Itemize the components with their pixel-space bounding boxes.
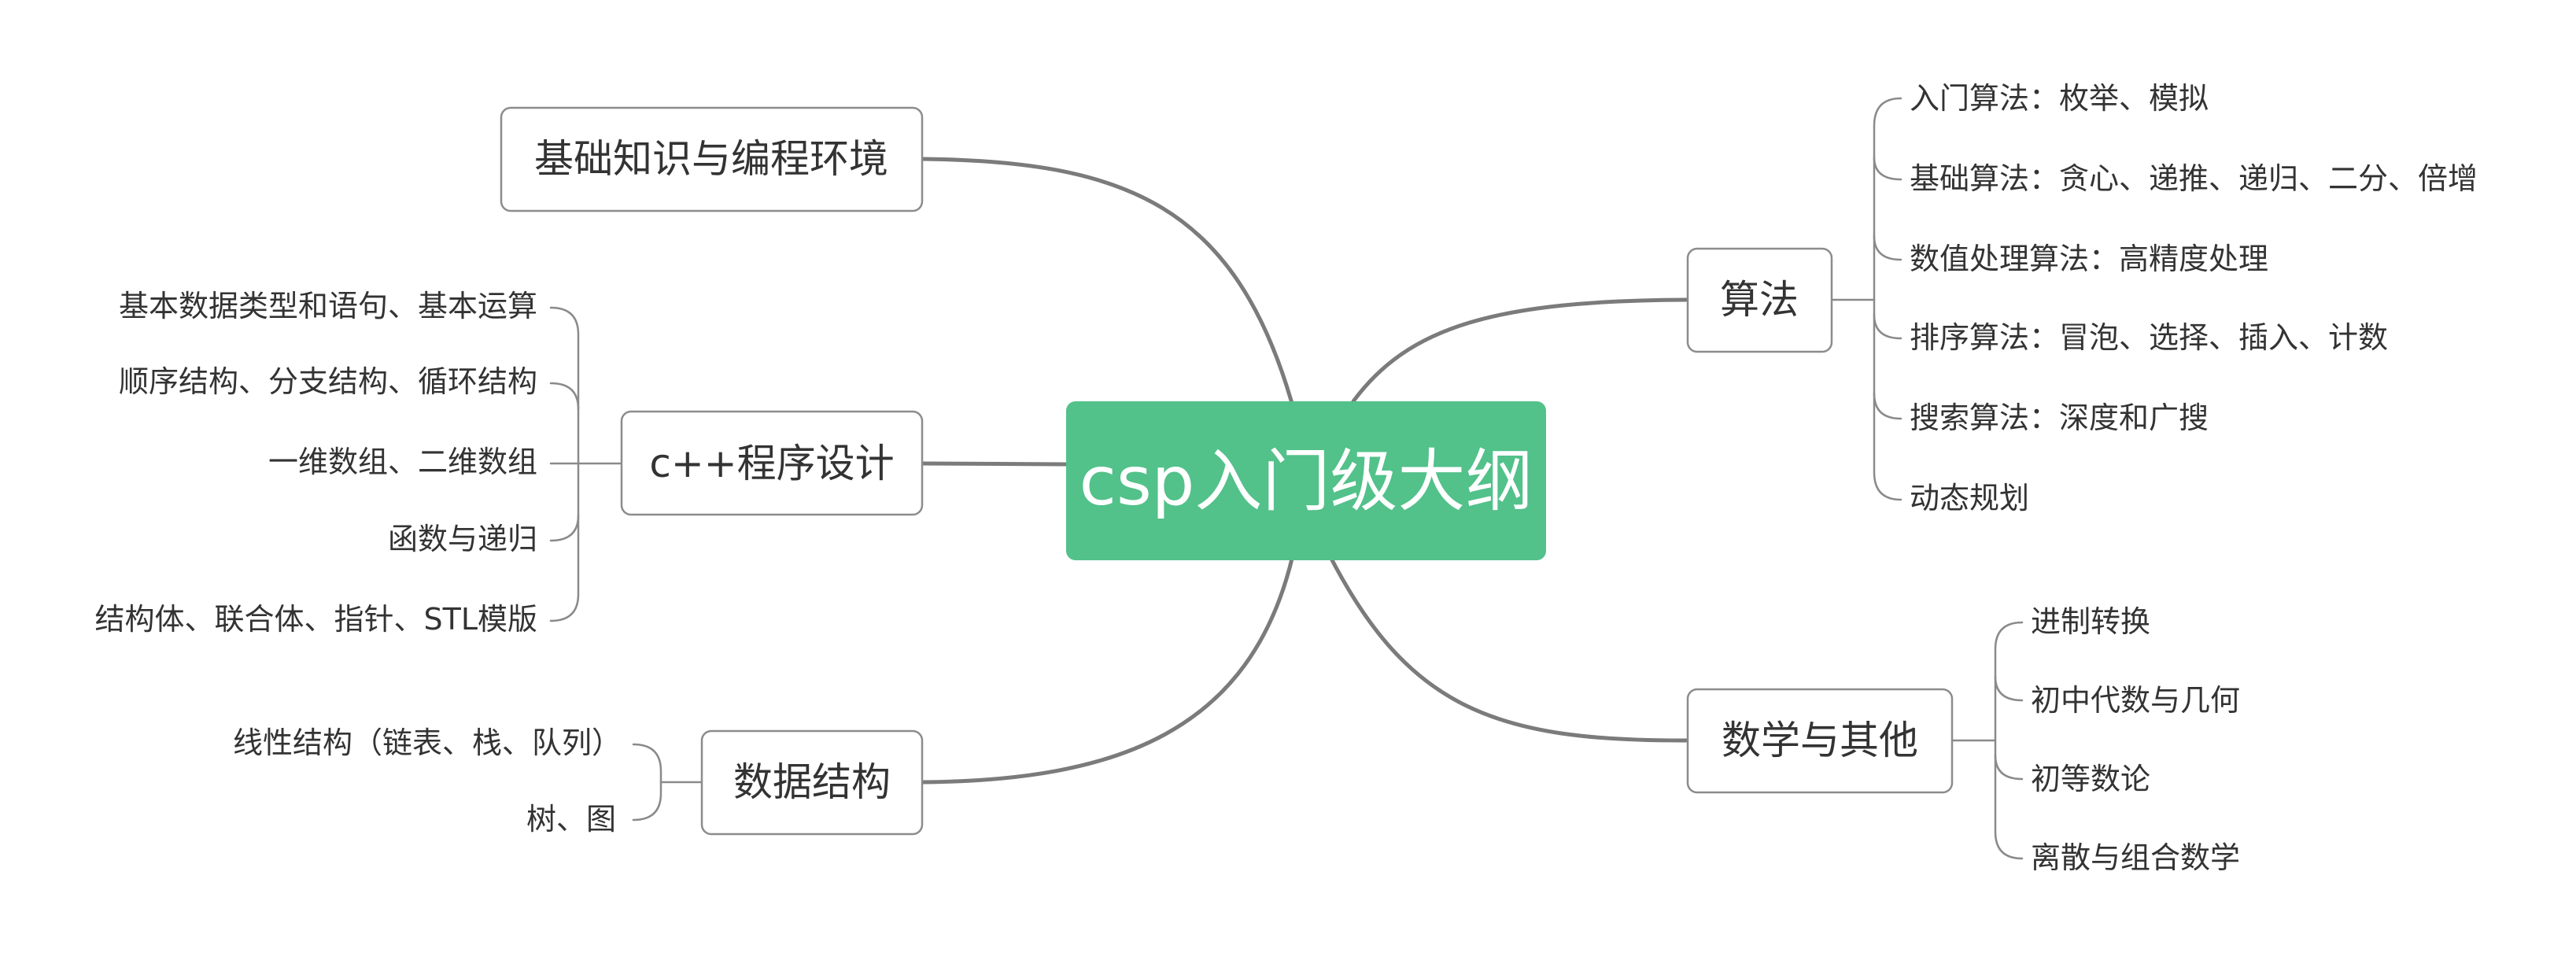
- math-topics: 进制转换 初中代数与几何 初等数论 离散与组合数学: [2031, 604, 2240, 875]
- branch-foundation-box: [500, 106, 924, 212]
- branch-data-structures-label: 数据结构: [733, 759, 891, 805]
- cpp-topic[interactable]: 一维数组、二维数组: [268, 445, 537, 479]
- branch-data-structures[interactable]: 数据结构: [700, 729, 924, 836]
- branch-math-label: 数学与其他: [1722, 718, 1918, 763]
- branch-algorithms[interactable]: 算法: [1686, 247, 1833, 353]
- branch-cpp-box: [620, 410, 924, 516]
- connector-cpp: [920, 461, 1068, 467]
- branch-foundation-label: 基础知识与编程环境: [534, 136, 888, 182]
- math-topic[interactable]: 进制转换: [2031, 604, 2150, 639]
- cpp-topic[interactable]: 结构体、联合体、指针、STL模版: [94, 602, 537, 637]
- cpp-topic[interactable]: 顺序结构、分支结构、循环结构: [119, 364, 537, 399]
- data-structures-topics: 线性结构（链表、栈、队列） 树、图: [233, 726, 622, 836]
- cpp-topics: 基本数据类型和语句、基本运算 顺序结构、分支结构、循环结构 一维数组、二维数组 …: [94, 289, 537, 637]
- branch-cpp[interactable]: c++程序设计: [620, 410, 924, 516]
- data-structures-topic[interactable]: 线性结构（链表、栈、队列）: [233, 726, 622, 760]
- branch-math[interactable]: 数学与其他: [1686, 688, 1954, 794]
- algorithms-topic[interactable]: 搜索算法：深度和广搜: [1910, 401, 2209, 435]
- central-topic-box: [1066, 401, 1546, 560]
- branch-algorithms-label: 算法: [1720, 277, 1799, 323]
- connector-math: [1327, 553, 1690, 743]
- algorithms-topic[interactable]: 入门算法：枚举、模拟: [1910, 81, 2209, 116]
- connector-algorithms: [1351, 297, 1690, 404]
- central-topic-label: csp入门级大纲: [1079, 442, 1533, 521]
- algorithms-topic[interactable]: 数值处理算法：高精度处理: [1910, 242, 2268, 276]
- math-topic[interactable]: 初中代数与几何: [2031, 683, 2240, 718]
- branch-math-box: [1686, 688, 1954, 794]
- data-structures-topic-bracket: [632, 743, 703, 822]
- branch-cpp-label: c++程序设计: [649, 441, 894, 486]
- math-topic[interactable]: 离散与组合数学: [2031, 840, 2240, 875]
- algorithms-topic[interactable]: 动态规划: [1910, 481, 2029, 515]
- algorithms-topic[interactable]: 基础算法：贪心、递推、递归、二分、倍增: [1910, 161, 2478, 196]
- cpp-topic[interactable]: 函数与递归: [388, 522, 537, 556]
- cpp-topic[interactable]: 基本数据类型和语句、基本运算: [119, 289, 537, 323]
- branch-foundation[interactable]: 基础知识与编程环境: [500, 106, 924, 212]
- algorithms-topic-bracket: [1830, 97, 1902, 501]
- branch-algorithms-box: [1686, 247, 1833, 353]
- central-topic[interactable]: csp入门级大纲: [1066, 401, 1546, 560]
- connector-data-structures: [920, 553, 1295, 785]
- algorithms-topic[interactable]: 排序算法：冒泡、选择、插入、计数: [1910, 320, 2388, 355]
- connector-foundation: [920, 157, 1295, 408]
- cpp-topic-bracket: [549, 306, 623, 622]
- math-topic-bracket: [1950, 621, 2024, 860]
- math-topic[interactable]: 初等数论: [2031, 762, 2150, 796]
- algorithms-topics: 入门算法：枚举、模拟 基础算法：贪心、递推、递归、二分、倍增 数值处理算法：高精…: [1910, 81, 2478, 515]
- branch-data-structures-box: [700, 729, 924, 836]
- data-structures-topic[interactable]: 树、图: [526, 802, 616, 836]
